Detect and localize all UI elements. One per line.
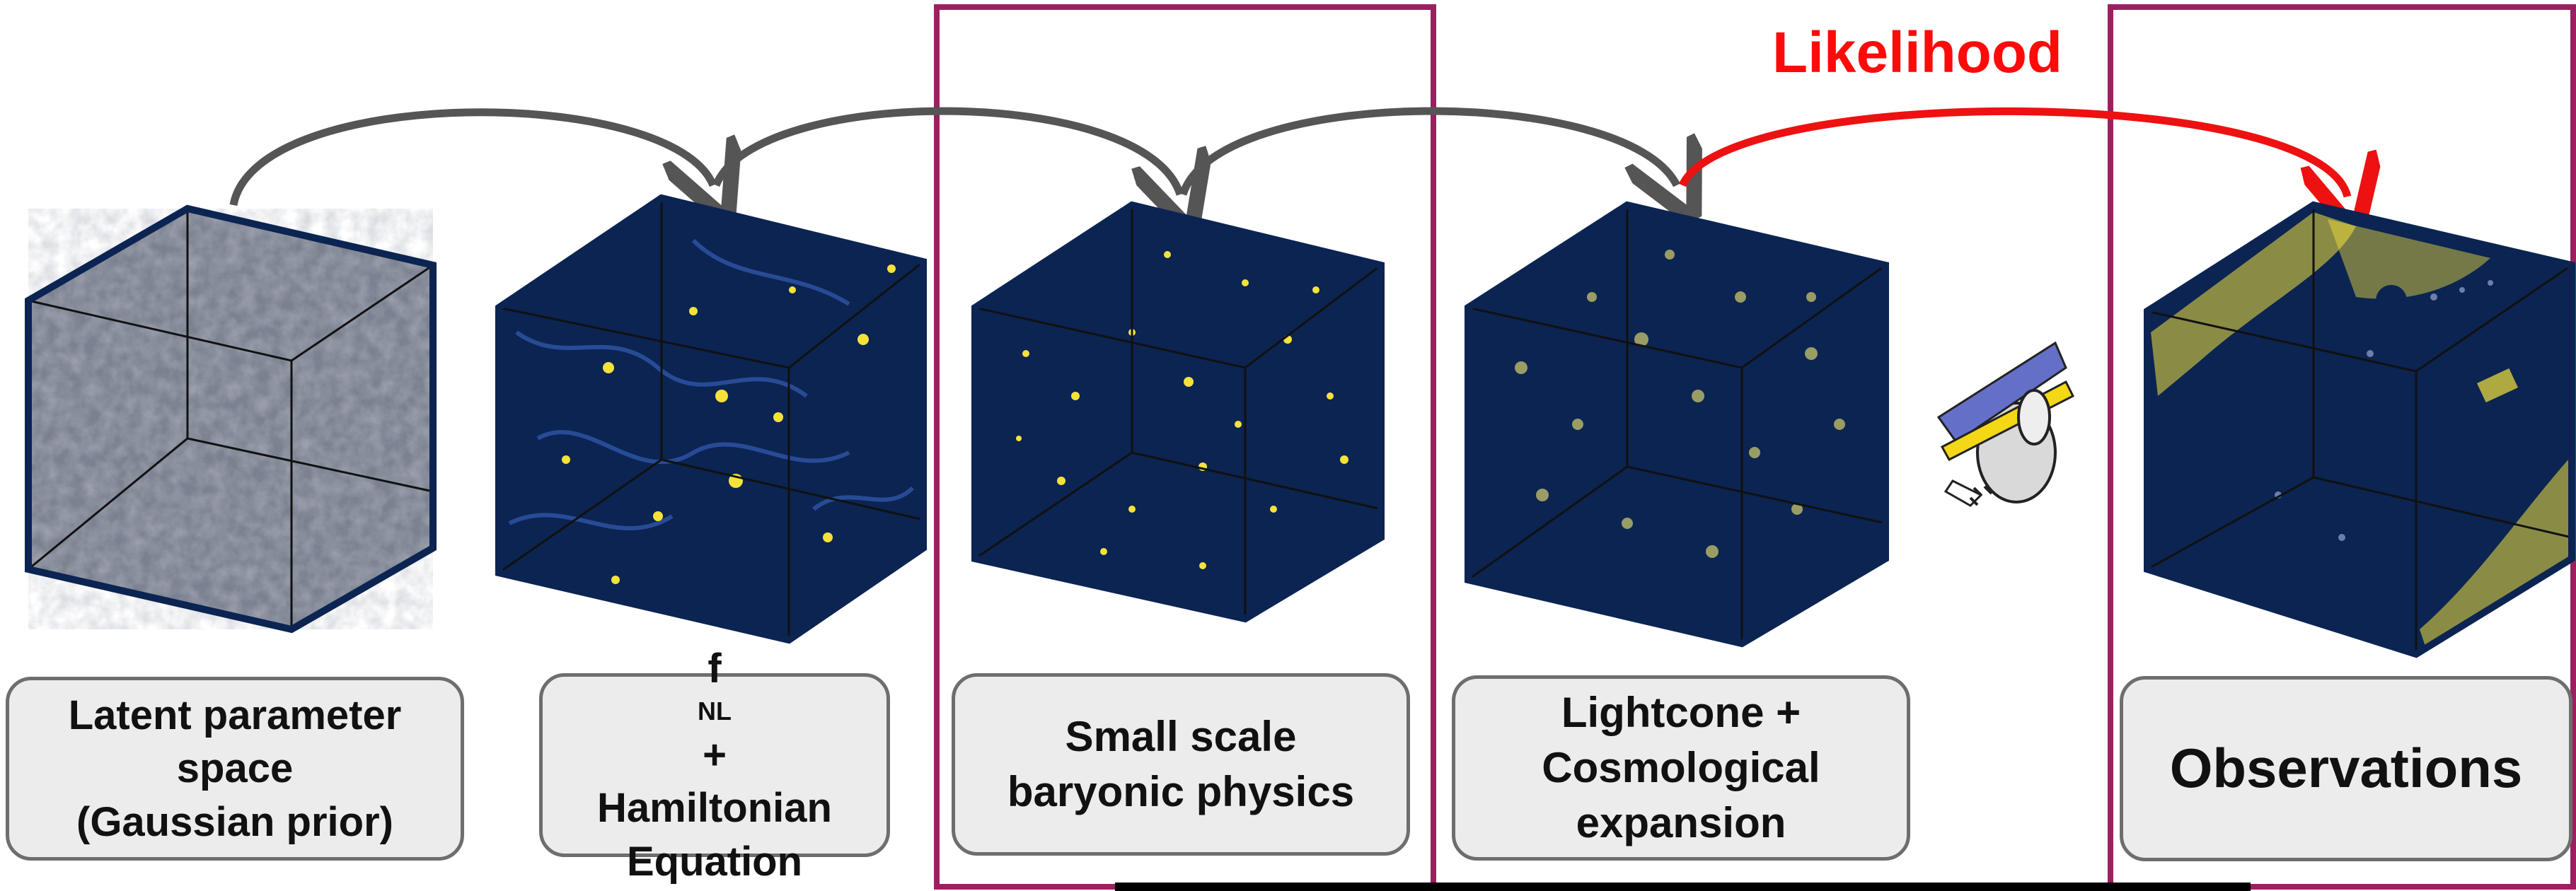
lightcone-cube — [1465, 201, 1889, 648]
fnl-cube — [495, 194, 927, 644]
fnl-plus: + — [703, 731, 727, 778]
stage-label-baryonic-line-2: baryonic physics — [1007, 768, 1355, 815]
stage-label-latent-line-1: Latent parameter — [68, 692, 402, 738]
stage-label-lightcone-line-2: Cosmological — [1542, 744, 1820, 791]
likelihood-arrow — [1678, 107, 2347, 197]
observations-cube — [2144, 201, 2575, 658]
latent-cube — [25, 204, 437, 634]
stage-label-baryonic: Small scale baryonic physics — [952, 673, 1410, 856]
stage-label-fnl-line-3: Equation — [626, 838, 803, 885]
stage-label-lightcone-line-3: expansion — [1576, 799, 1786, 846]
likelihood-label: Likelihood — [1772, 21, 2062, 85]
flow-arrow-3 — [1179, 107, 1677, 194]
stage-label-baryonic-line-1: Small scale — [1065, 713, 1297, 760]
stage-label-latent-line-3: (Gaussian prior) — [76, 798, 393, 845]
stage-label-lightcone-line-1: Lightcone + — [1561, 689, 1801, 736]
stage-label-fnl-line-2: Hamiltonian — [597, 785, 832, 832]
baryonic-cube — [971, 201, 1385, 623]
fnl-subscript: NL — [698, 697, 732, 726]
stage-label-latent-line-2: space — [176, 745, 294, 792]
bottom-black-bar — [1115, 883, 2251, 891]
stage-label-lightcone: Lightcone + Cosmological expansion — [1452, 675, 1910, 861]
flow-arrow-1 — [229, 108, 713, 205]
flow-arrow-2 — [712, 107, 1180, 194]
stage-label-observations-line-1: Observations — [2169, 737, 2523, 800]
stage-label-observations: Observations — [2120, 676, 2572, 861]
telescope-satellite-icon — [1936, 341, 2075, 507]
fnl-symbol: f — [707, 645, 722, 692]
stage-label-latent: Latent parameter space (Gaussian prior) — [6, 677, 464, 861]
